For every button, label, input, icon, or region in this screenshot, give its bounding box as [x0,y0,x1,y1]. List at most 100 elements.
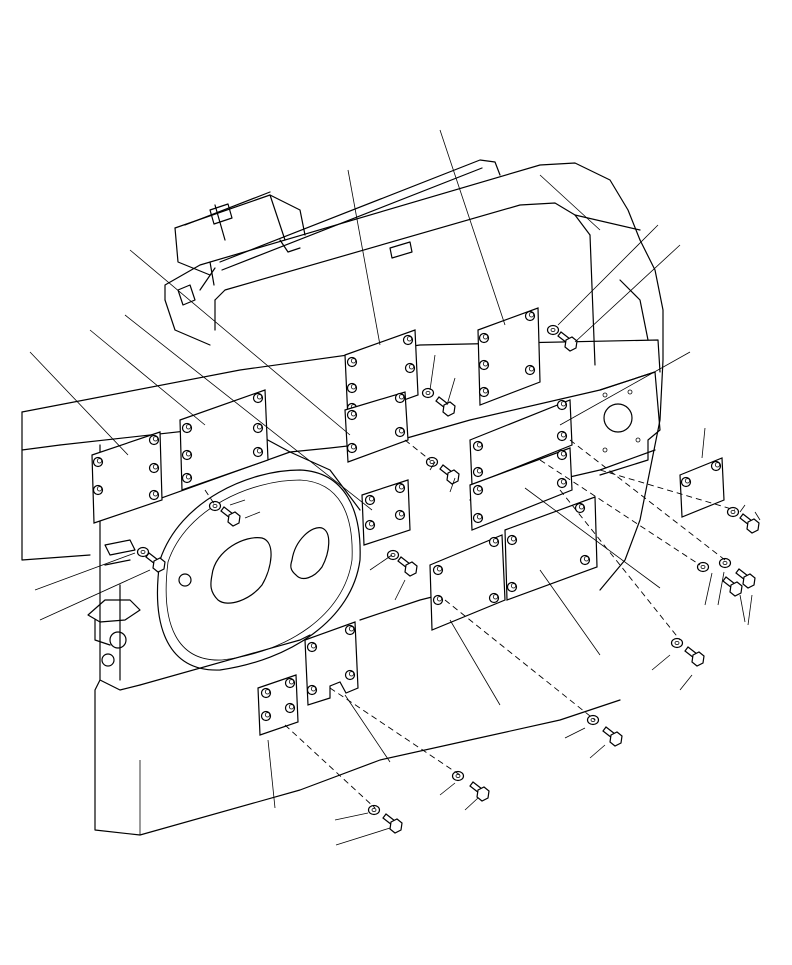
cover-plate-left-a [91,431,163,524]
bolt-head [472,512,484,524]
washer [586,714,600,726]
bolt [602,726,623,747]
bolt-head [472,466,484,478]
cover-plate-mid-right-b [469,447,573,531]
bolt-head [556,449,568,461]
bolt-head [680,476,692,488]
bolt-head [346,409,358,421]
bolt [684,646,705,667]
cover-plate-left-b [179,389,269,491]
bolt-head [432,564,444,576]
bolt-head [506,534,518,546]
cover-plate-upper-left-b-outline [344,391,409,463]
bolt-head [364,519,376,531]
bolt-head [148,489,160,501]
bolt-head [472,484,484,496]
cover-plate-lower-right-a [504,496,598,601]
leader-lines [29,129,761,846]
bolt [382,813,403,834]
bolt-head [148,462,160,474]
bolt-head [556,399,568,411]
bolt-head [252,422,264,434]
bolt-head [284,702,296,714]
bolt [557,331,578,352]
right-side-panel [599,239,664,591]
washer [367,804,381,816]
bolt-head [181,422,193,434]
bolt [739,513,760,534]
cover-plate-lower-right-b [429,534,506,631]
bolt-head [284,677,296,689]
assembly-lines [204,439,736,809]
washer [421,387,435,399]
cover-plate-upper-right-outline [477,307,541,406]
washer [136,546,150,558]
bolt-head [306,641,318,653]
bolt-head [402,334,414,346]
washer [451,770,465,782]
bolt-head [472,440,484,452]
bolt-head [524,364,536,376]
bolt [145,552,166,573]
bolt-head [252,392,264,404]
bolt-head [556,477,568,489]
bolt-head [346,442,358,454]
cover-plate-lower-right-b-outline [429,534,506,631]
bolt-head [556,430,568,442]
bolt-head [181,449,193,461]
bolt-head [574,502,586,514]
washer [546,324,560,336]
cover-plate-notched-outline [304,621,359,706]
cover-plate-loose-right-outline [679,457,725,518]
bolt-head [92,456,104,468]
bolt-head [92,484,104,496]
bolt-head [346,356,358,368]
cover-plate-mid-right-b-outline [469,447,573,531]
bolt-head [404,362,416,374]
bolt-head [181,472,193,484]
right-end-plate [599,371,661,476]
bolt-head [346,382,358,394]
washer [386,549,400,561]
washer [718,557,732,569]
cover-plate-upper-left-b [344,391,409,463]
bolt [220,506,241,527]
cover-plate-left-a-outline [91,431,163,524]
upper-body [164,162,641,366]
bolt-head [710,460,722,472]
cover-plate-notched [304,621,359,706]
bolt-head [478,386,490,398]
bolt [469,781,490,802]
cover-plate-mid-right-a [469,399,573,486]
bolt [735,568,756,589]
bolt-head [260,687,272,699]
cover-plate-mid-right-a-outline [469,399,573,486]
cover-plate-left-b-outline [179,389,269,491]
bolt-head [506,581,518,593]
washer [425,456,439,468]
cover-plate-lower-right-a-outline [504,496,598,601]
cover-plate-loose-right [679,457,725,518]
top-railing [174,159,501,286]
bolt-head [394,392,406,404]
bolt-head [260,710,272,722]
bolt-head [394,482,406,494]
washer [696,561,710,573]
bolt-head [579,554,591,566]
washer [670,637,684,649]
washer [208,500,222,512]
cover-plate-lower-left [257,674,299,736]
bolt-head [306,684,318,696]
bolt [722,576,743,597]
bolt-head [344,624,356,636]
bolt [435,396,456,417]
bolt-head [488,592,500,604]
bolt-head [478,359,490,371]
bolt-head [394,509,406,521]
bolt-head [344,669,356,681]
cover-plate-center-outline [361,479,411,546]
bolt [439,464,460,485]
washer [726,506,740,518]
bolt-head [364,494,376,506]
